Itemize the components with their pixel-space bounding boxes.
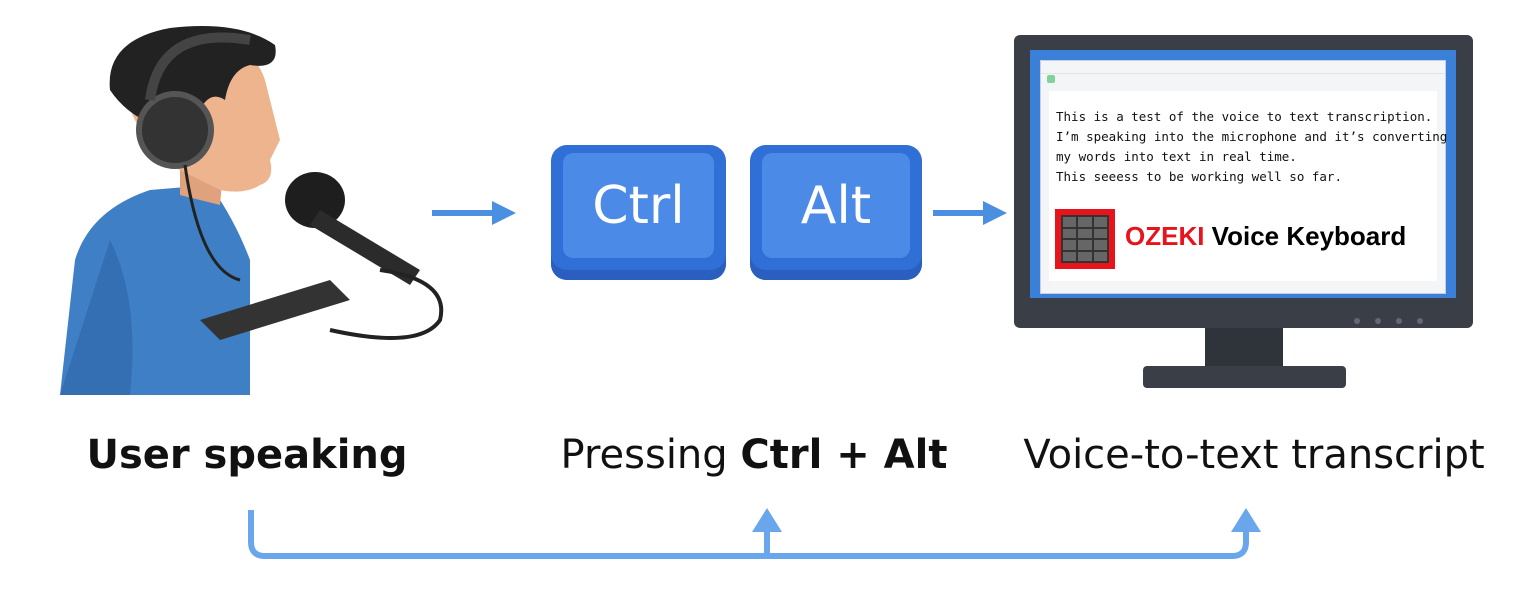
arrow-to-monitor xyxy=(933,201,1007,225)
alt-key-label: Alt xyxy=(762,153,910,258)
window-titlebar xyxy=(1041,61,1445,74)
product-name: Voice Keyboard xyxy=(1204,221,1407,251)
label-keys: Ctrl + Alt xyxy=(740,432,948,478)
alt-key: Alt xyxy=(750,145,922,280)
label-pressing-keys: Pressing Ctrl + Alt xyxy=(561,432,948,478)
arrow-up-keys xyxy=(752,508,782,532)
window-toolbar xyxy=(1047,75,1055,83)
label-user-speaking: User speaking xyxy=(86,432,408,478)
transcript-line: This seeess to be working well so far. xyxy=(1056,169,1342,184)
label-transcript: Voice-to-text transcript xyxy=(1023,432,1485,478)
text-editor-window: This is a test of the voice to text tran… xyxy=(1040,60,1447,294)
microphone-icon xyxy=(285,172,345,228)
monitor-base xyxy=(1143,366,1346,388)
document-area: This is a test of the voice to text tran… xyxy=(1049,91,1447,281)
transcript-line: my words into text in real time. xyxy=(1056,149,1297,164)
ctrl-key-label: Ctrl xyxy=(563,153,714,258)
headphones-icon xyxy=(136,91,214,169)
monitor-stand xyxy=(1205,326,1283,368)
arrow-up-transcript xyxy=(1231,508,1261,532)
transcript-line: This is a test of the voice to text tran… xyxy=(1056,109,1433,124)
ozeki-logo-text: OZEKI Voice Keyboard xyxy=(1125,221,1406,252)
ctrl-key: Ctrl xyxy=(551,145,726,280)
person-speaking-illustration xyxy=(60,26,444,395)
brand-name: OZEKI xyxy=(1125,221,1205,251)
transcript-line: I’m speaking into the microphone and it’… xyxy=(1056,129,1448,144)
label-prefix: Pressing xyxy=(560,432,741,478)
feedback-connector-arrows xyxy=(248,508,1261,559)
arrow-to-keys xyxy=(432,201,516,225)
ozeki-keypad-logo xyxy=(1055,209,1115,269)
